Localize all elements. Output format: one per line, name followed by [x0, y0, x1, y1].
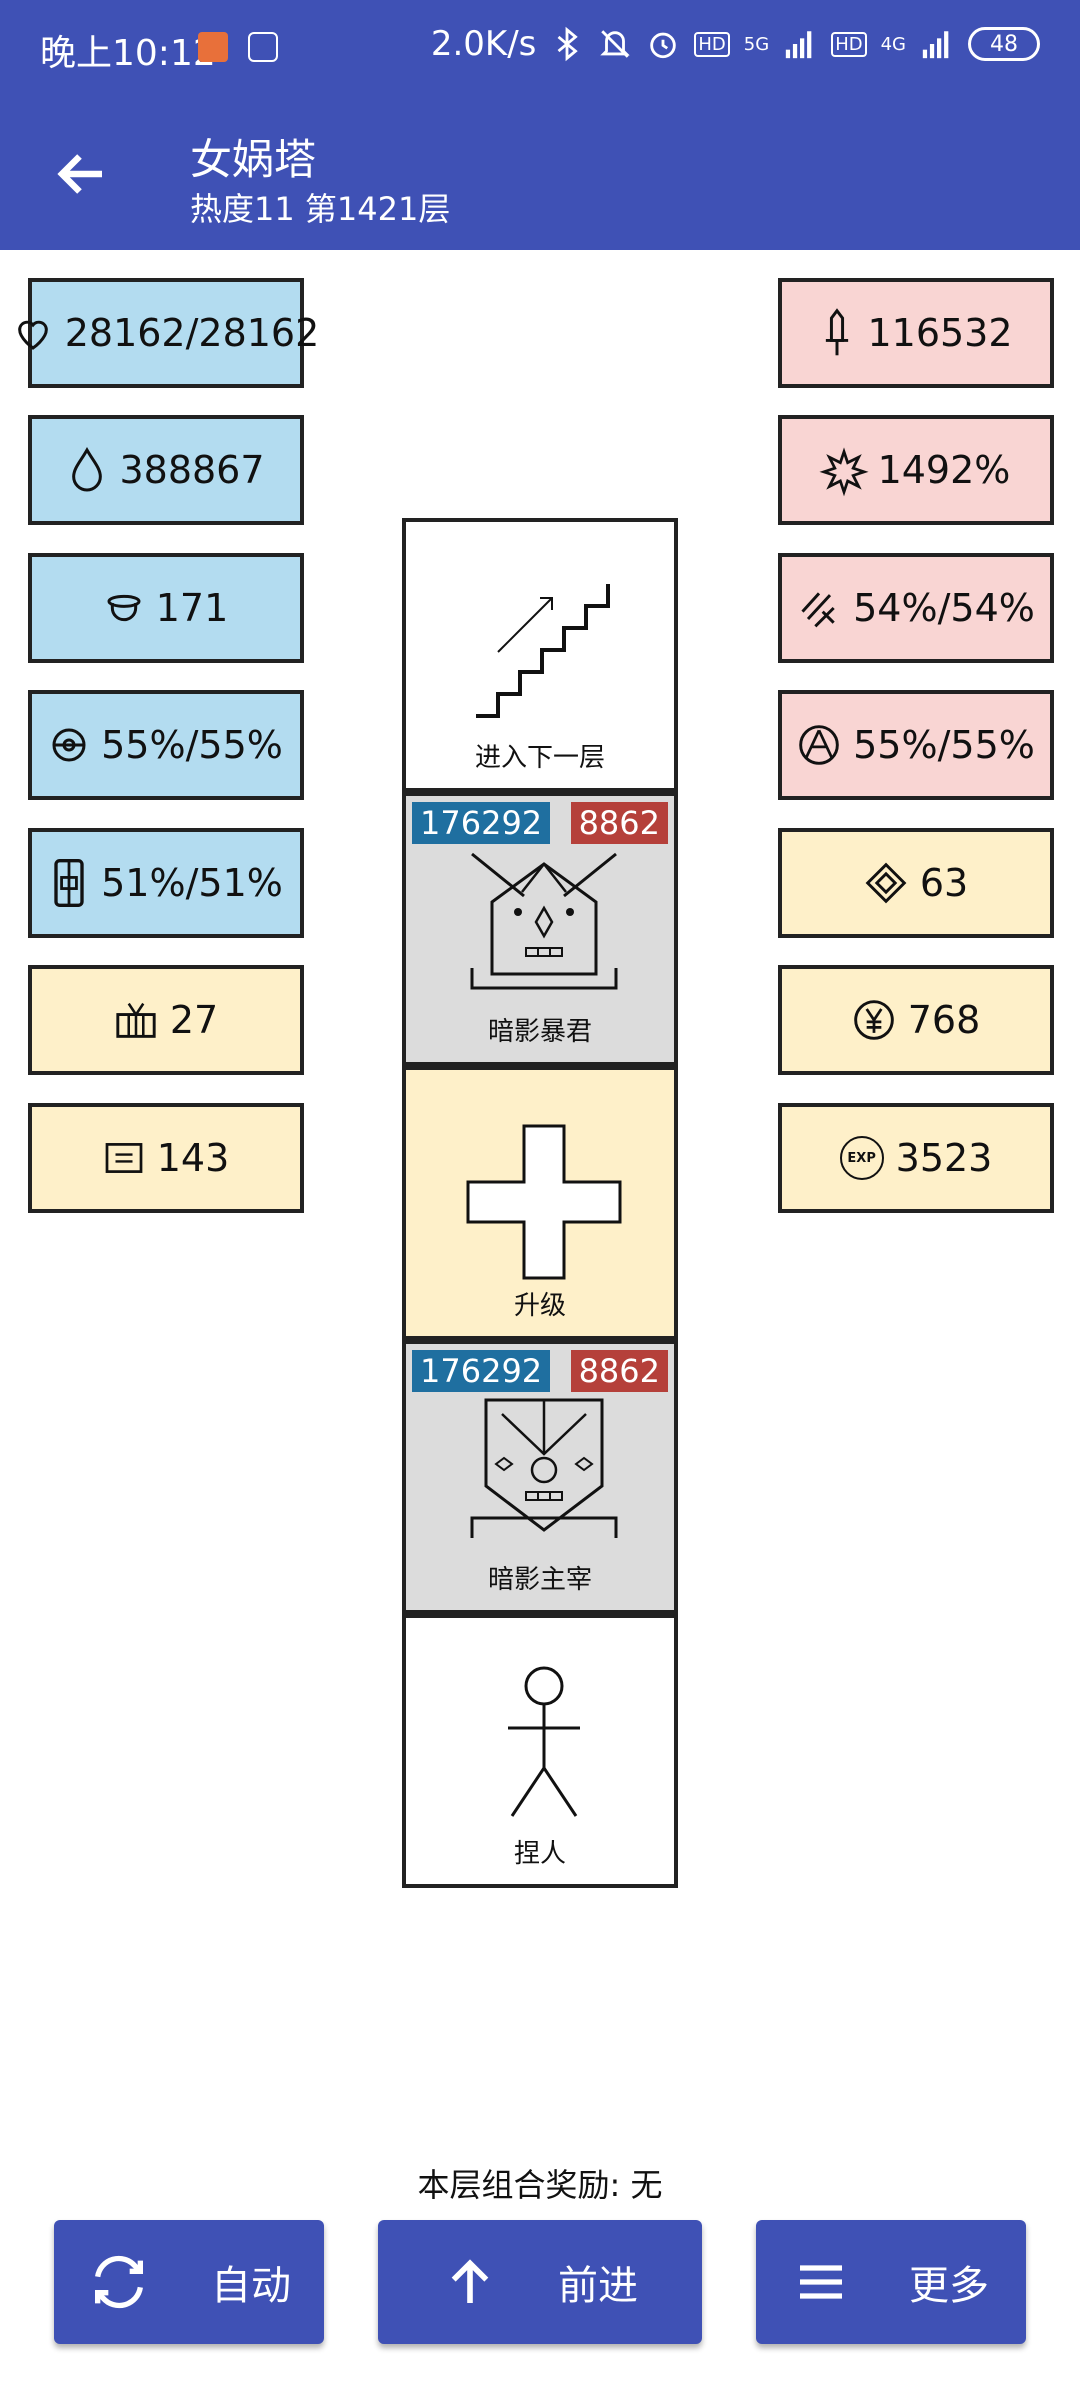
stat-block: 51%/51%	[28, 828, 304, 938]
exp-icon: EXP	[839, 1136, 884, 1180]
enemy-atk-badge: 8862	[570, 802, 668, 844]
scroll-icon	[105, 1143, 143, 1173]
stairs-icon	[476, 584, 610, 718]
stat-chest: 27	[28, 965, 304, 1075]
stat-penetration: 55%/55%	[778, 690, 1054, 800]
enemy-hp-badge: 176292	[412, 1350, 551, 1392]
app-bar: 女娲塔 热度11 第1421层	[0, 96, 1080, 250]
shield-icon	[54, 859, 84, 907]
yen-icon	[853, 1000, 894, 1040]
heart-icon	[17, 320, 48, 350]
auto-button[interactable]: 自动	[54, 2220, 324, 2344]
more-button[interactable]: 更多	[756, 2220, 1026, 2344]
page-subtitle: 热度11 第1421层	[190, 190, 451, 228]
refresh-icon	[95, 2255, 143, 2309]
status-bar: 晚上10:12 2.0K/s HD 5G HD 4G 48	[0, 0, 1080, 96]
alarm-icon	[650, 32, 677, 59]
upgrade-label: 升级	[513, 1291, 566, 1321]
enemy-atk-badge: 8862	[570, 1350, 668, 1392]
stat-value: 768	[907, 998, 981, 1042]
tower-cell-enemy-1[interactable]: 176292 8862 暗影暴君	[402, 792, 678, 1066]
net-speed: 2.0K/s	[430, 24, 537, 64]
sword-icon	[826, 308, 849, 356]
stat-mana: 388867	[28, 415, 304, 525]
forward-button[interactable]: 前进	[378, 2220, 702, 2344]
signal-5g-label: 5G	[743, 33, 770, 55]
stat-value: 54%/54%	[853, 586, 1035, 630]
settings-notification-icon	[248, 32, 278, 62]
more-button-label: 更多	[909, 2263, 989, 2309]
triangle-circle-icon	[799, 725, 839, 765]
stat-value: 51%/51%	[101, 861, 283, 905]
stat-value: 55%/55%	[101, 723, 283, 767]
stat-value: 116532	[867, 311, 1013, 355]
stairs-label: 进入下一层	[474, 743, 605, 773]
player-label: 捏人	[513, 1839, 566, 1869]
stat-crit-damage: 1492%	[778, 415, 1054, 525]
stat-value: 3523	[895, 1136, 993, 1180]
status-time: 晚上10:12	[40, 33, 216, 74]
stat-exp: EXP 3523	[778, 1103, 1054, 1213]
stick-figure-icon	[508, 1666, 580, 1817]
stat-attack: 116532	[778, 278, 1054, 388]
stat-resist: 55%/55%	[28, 690, 304, 800]
stat-value: 171	[155, 586, 229, 630]
app-notification-icon	[198, 32, 228, 62]
hd-badge-1: HD	[694, 31, 730, 57]
tower-cell-stairs[interactable]: 进入下一层	[402, 518, 678, 792]
stat-scroll: 143	[28, 1103, 304, 1213]
page-title: 女娲塔	[190, 135, 317, 184]
orb-icon	[52, 728, 86, 762]
stat-value: 1492%	[877, 448, 1011, 492]
floor-reward-text: 本层组合奖励: 无	[417, 2166, 663, 2204]
stat-hp: 28162/28162	[17, 278, 319, 388]
hd-badge-2: HD	[831, 31, 867, 57]
stat-value: 63	[919, 861, 969, 905]
auto-button-label: 自动	[211, 2263, 291, 2309]
bluetooth-icon	[557, 26, 579, 62]
stat-value: 55%/55%	[853, 723, 1035, 767]
signal-4g-label: 4G	[880, 33, 906, 55]
enemy-name: 暗影主宰	[487, 1565, 592, 1595]
stat-value: 28162/28162	[64, 311, 320, 355]
diamond-icon	[865, 862, 907, 904]
enemy-hp-badge: 176292	[412, 802, 551, 844]
arrow-up-icon	[451, 2259, 489, 2303]
chest-icon	[116, 1002, 156, 1038]
battery-indicator: 48	[968, 27, 1040, 61]
stat-value: 143	[156, 1136, 230, 1180]
stat-value: 27	[169, 998, 219, 1042]
back-arrow-icon[interactable]	[52, 144, 112, 204]
tower-column: 进入下一层 176292 8862 暗影暴君 升级 176292 8862	[402, 518, 678, 1894]
stat-defense: 171	[28, 553, 304, 663]
drop-icon	[72, 446, 103, 492]
status-indicators: 2.0K/s HD 5G HD 4G 48	[431, 24, 1040, 64]
stat-value: 388867	[119, 448, 265, 492]
menu-icon	[800, 2265, 842, 2299]
slash-icon	[801, 592, 835, 628]
plus-icon	[466, 1124, 622, 1280]
tower-cell-player[interactable]: 捏人	[402, 1614, 678, 1888]
burst-icon	[819, 447, 869, 497]
stat-gems: 63	[778, 828, 1054, 938]
helmet-icon	[107, 594, 141, 622]
mute-icon	[600, 30, 631, 58]
enemy-name: 暗影暴君	[487, 1017, 592, 1047]
shadow-overlord-icon	[470, 1398, 618, 1538]
stat-gold: 768	[778, 965, 1054, 1075]
signal-icon-2	[922, 31, 949, 59]
tower-cell-upgrade[interactable]: 升级	[402, 1066, 678, 1340]
stat-crit-rate: 54%/54%	[778, 553, 1054, 663]
signal-icon	[786, 31, 812, 59]
shadow-tyrant-icon	[470, 852, 618, 990]
forward-button-label: 前进	[558, 2263, 638, 2309]
tower-cell-enemy-2[interactable]: 176292 8862 暗影主宰	[402, 1340, 678, 1614]
